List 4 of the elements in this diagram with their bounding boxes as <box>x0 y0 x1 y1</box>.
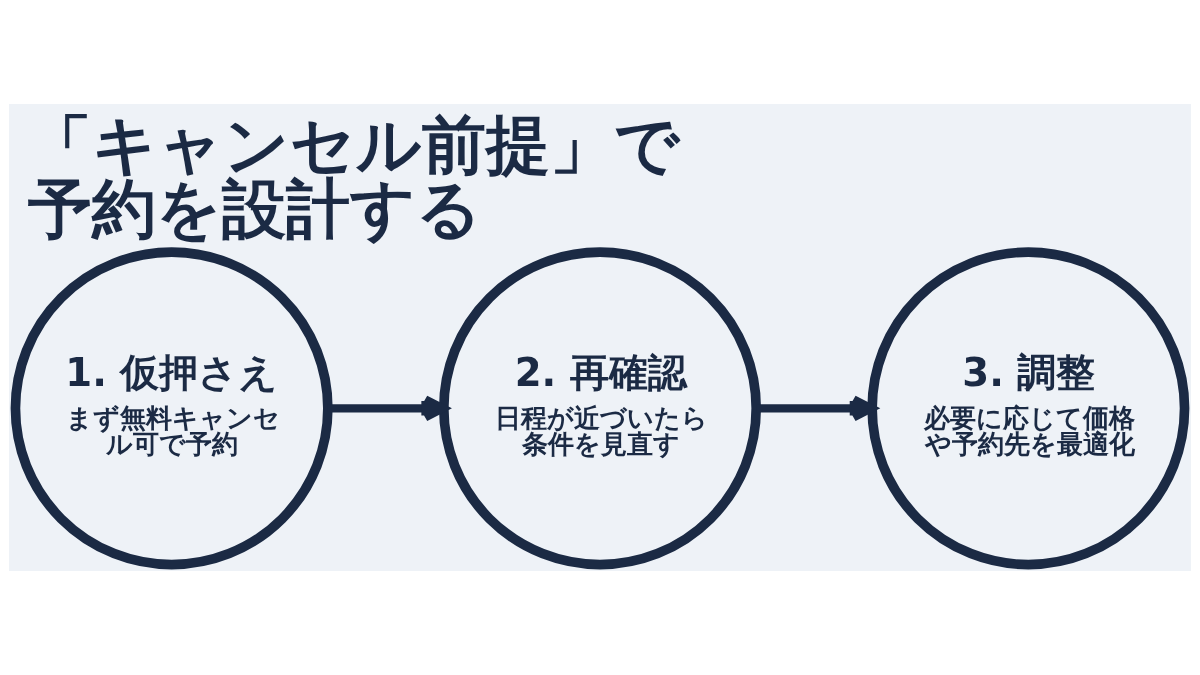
node-circle: 1. 仮押さえ まず無料キャンセル可で予約 <box>10 247 333 570</box>
node-circle: 3. 調整 必要に応じて価格や予約先を最適化 <box>867 247 1190 570</box>
diagram-title: 「キャンセル前提」で予約を設計する <box>28 106 681 247</box>
node-circle: 2. 再確認 日程が近づいたら条件を見直す <box>438 247 762 570</box>
